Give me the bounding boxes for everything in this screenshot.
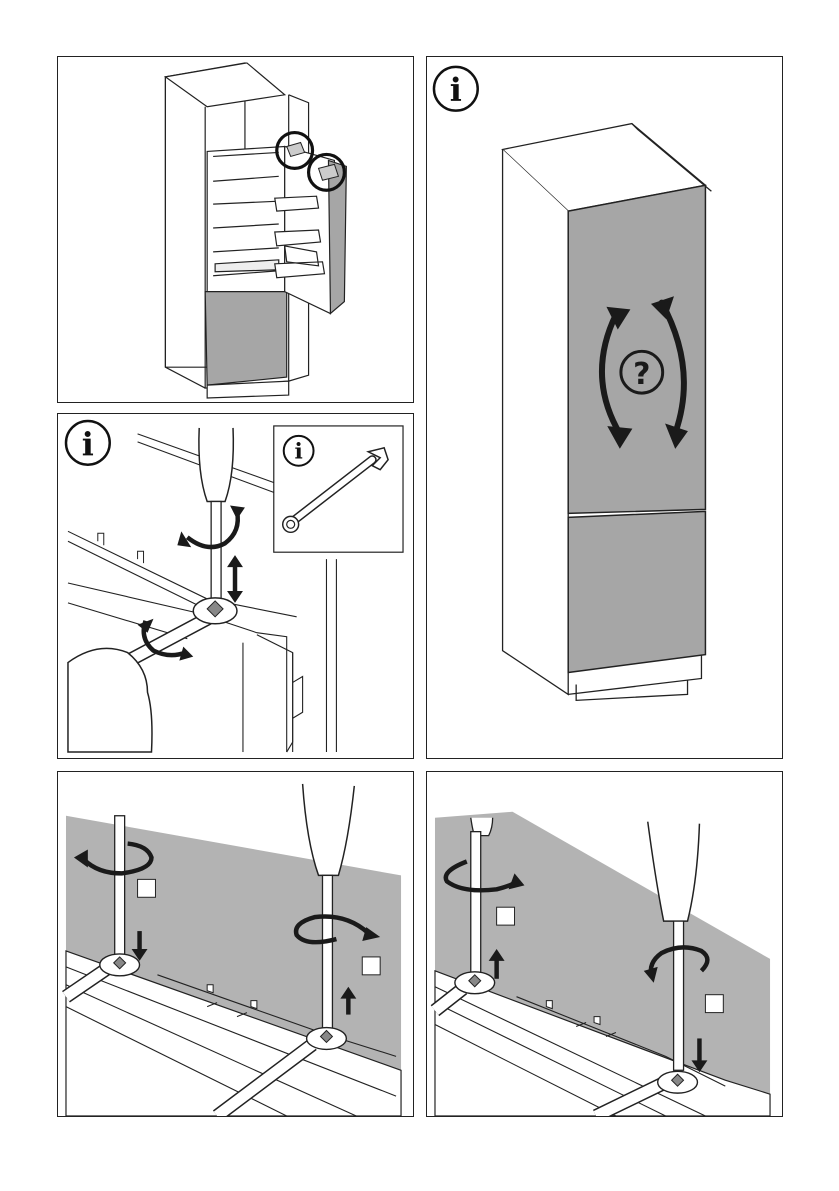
double-arrow-icon <box>227 555 243 603</box>
wrench-inset: i <box>274 426 403 552</box>
svg-text:i: i <box>450 71 462 109</box>
hand <box>68 648 152 752</box>
illustration-panel-adjust-variant-b <box>426 771 783 1117</box>
step-label-box-right <box>362 957 380 975</box>
fridge-door-lower <box>568 511 705 672</box>
hinge-adjust-illustration: i i <box>58 414 413 758</box>
svg-text:i: i <box>294 439 302 465</box>
door-alignment-illustration: i ? <box>427 57 782 758</box>
info-circle-icon: i <box>434 67 478 111</box>
screwdriver-icon <box>115 816 125 971</box>
illustration-panel-door-alignment: i ? <box>426 56 783 759</box>
svg-text:?: ? <box>633 357 650 392</box>
illustration-panel-fridge-open <box>57 56 414 403</box>
fridge-door-upper <box>568 185 705 513</box>
step-label-box-right <box>705 995 723 1013</box>
adjust-variant-a-illustration <box>58 772 413 1116</box>
illustration-panel-adjust-variant-a <box>57 771 414 1117</box>
fridge-open-illustration <box>58 57 413 402</box>
step-label-box-left <box>497 907 515 925</box>
screwdriver-icon <box>199 428 233 605</box>
step-label-box-left <box>138 879 156 897</box>
adjust-variant-b-illustration <box>427 772 782 1116</box>
illustration-panel-hinge-adjust: i i <box>57 413 414 759</box>
info-circle-icon: i <box>66 421 110 465</box>
svg-text:i: i <box>82 425 94 463</box>
